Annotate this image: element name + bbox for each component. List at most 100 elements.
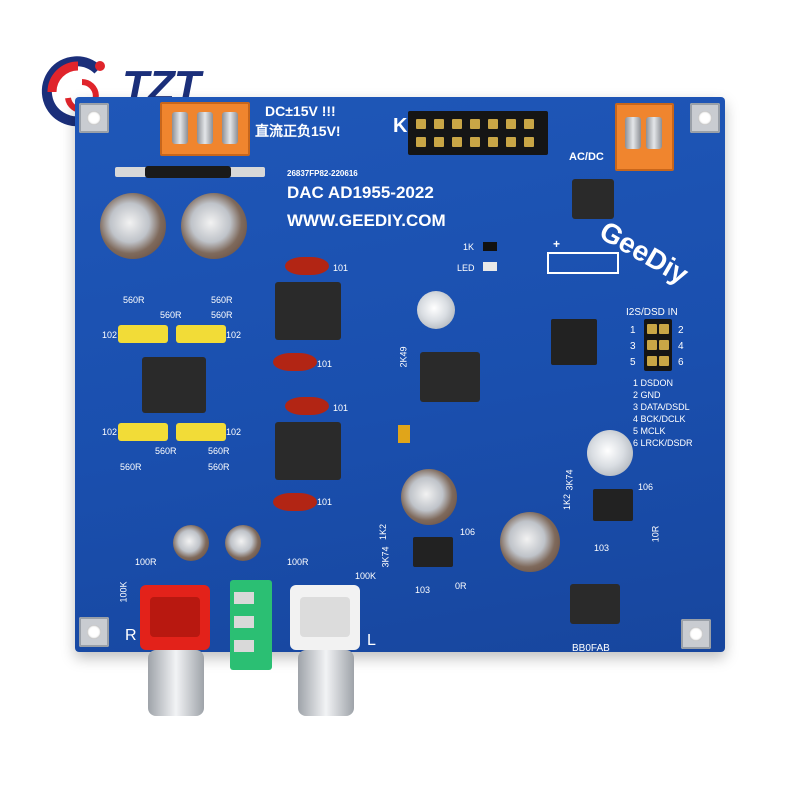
- gpio-header: [408, 111, 548, 155]
- input-pin-number-5: 5: [630, 357, 636, 368]
- electrolytic-capacitor-2: [181, 193, 247, 259]
- pinout-line-3: 3 DATA/DSDL: [633, 402, 690, 412]
- rca-jack-left-barrel: [298, 650, 354, 716]
- film-capacitor-2: [176, 325, 226, 343]
- pinout-line-2: 2 GND: [633, 390, 661, 400]
- power-warning-line1: DC±15V !!!: [265, 103, 336, 119]
- output-r-label: R: [125, 627, 137, 644]
- resistor-label-560r-1: 560R: [123, 295, 145, 305]
- bridge-rectifier: [570, 584, 620, 624]
- resistor-label-560r-3: 560R: [160, 310, 182, 320]
- ceramic-capacitor-3: [285, 397, 329, 415]
- dc-power-terminal: [160, 102, 250, 156]
- rca-jack-left-white[interactable]: [290, 585, 360, 650]
- ceramic-capacitor-2: [273, 353, 317, 371]
- cap-label-106-left: 106: [460, 527, 476, 537]
- electrolytic-capacitor-1: [100, 193, 166, 259]
- opamp-chip-left: [142, 357, 206, 413]
- cap-label-102-4: 102: [226, 427, 242, 437]
- resistor-1k-label: 1K: [463, 242, 475, 252]
- resistor-label-1k2-a: 1K2: [378, 523, 389, 541]
- pinout-line-5: 5 MCLK: [633, 426, 666, 436]
- board-title: DAC AD1955-2022: [287, 183, 434, 202]
- mount-hole-bottom-right: [681, 619, 711, 649]
- resistor-label-100r-right: 100R: [287, 557, 309, 567]
- resistor-1k: [483, 242, 497, 251]
- input-pin-number-4: 4: [678, 341, 684, 352]
- ceramic-capacitor-1: [285, 257, 329, 275]
- status-led: [483, 262, 497, 271]
- electrolytic-capacitor-3: [401, 469, 457, 525]
- opamp-chip-center-bottom: [275, 422, 341, 480]
- input-pin-number-3: 3: [630, 341, 636, 352]
- cap-label-101-1: 101: [333, 263, 349, 273]
- input-buffer-chip: [551, 319, 597, 365]
- cap-label-101-3: 101: [333, 403, 349, 413]
- output-l-label: L: [367, 632, 376, 649]
- cap-label-102-3: 102: [102, 427, 118, 437]
- film-capacitor-3: [118, 423, 168, 441]
- mount-hole-top-left: [79, 103, 109, 133]
- resistor-label-3k74-b: 3K74: [564, 469, 575, 491]
- rca-jack-right-barrel: [148, 650, 204, 716]
- resistor-label-2k49: 2K49: [398, 346, 409, 368]
- k-label: K: [393, 115, 408, 137]
- input-pin-number-6: 6: [678, 357, 684, 368]
- opamp-chip-center-top: [275, 282, 341, 340]
- cap-label-103-left: 103: [415, 585, 431, 595]
- acdc-label: AC/DC: [569, 151, 604, 163]
- cap-label-101-2: 101: [317, 359, 333, 369]
- pinout-line-4: 4 BCK/DCLK: [633, 414, 686, 424]
- resistor-label-100k-left: 100K: [118, 581, 129, 603]
- resistor-label-560r-6: 560R: [208, 446, 230, 456]
- i2s-dsd-input-header: [644, 319, 672, 371]
- dac-board: DC±15V !!! 直流正负15V! K AC/DC 26837FP82-22…: [75, 97, 725, 654]
- output-opamp-right: [593, 489, 633, 521]
- resistor-label-560r-8: 560R: [208, 462, 230, 472]
- input-pin-number-2: 2: [678, 325, 684, 336]
- rca-jack-right-red[interactable]: [140, 585, 210, 650]
- cap-label-102-2: 102: [226, 330, 242, 340]
- resistor-label-3k74-a: 3K74: [380, 546, 391, 568]
- resistor-label-560r-7: 560R: [120, 462, 142, 472]
- input-header-title: I2S/DSD IN: [626, 307, 678, 318]
- electrolytic-capacitor-4: [500, 512, 560, 572]
- resistor-label-100k-right: 100K: [355, 571, 377, 581]
- film-capacitor-1: [118, 325, 168, 343]
- regulator-chip: [572, 179, 614, 219]
- cap-label-106-right: 106: [638, 482, 654, 492]
- small-capacitor-right: [587, 430, 633, 476]
- pinout-line-6: 6 LRCK/DSDR: [633, 438, 693, 448]
- diode: [115, 166, 265, 178]
- output-capacitor-1: [173, 525, 209, 561]
- dac-chip-ad1955: [420, 352, 480, 402]
- power-warning-line2: 直流正负15V!: [255, 123, 341, 139]
- board-serial: 26837FP82-220616: [287, 169, 358, 178]
- pinout-legend: 1 DSDON 2 GND 3 DATA/DSDL 4 BCK/DCLK 5 M…: [633, 377, 723, 457]
- output-opamp-left: [413, 537, 453, 567]
- resistor-label-560r-4: 560R: [211, 310, 233, 320]
- plus-label: +: [553, 237, 561, 251]
- film-capacitor-4: [176, 423, 226, 441]
- resistor-label-560r-2: 560R: [211, 295, 233, 305]
- small-capacitor-top: [417, 291, 455, 329]
- input-pin-number-1: 1: [630, 325, 636, 336]
- mount-hole-bottom-left: [79, 617, 109, 647]
- resistor-label-0r: 0R: [455, 581, 467, 591]
- cap-label-101-4: 101: [317, 497, 333, 507]
- tantalum-capacitor: [398, 425, 410, 443]
- resistor-label-560r-5: 560R: [155, 446, 177, 456]
- bridge-label: BB0FAB: [572, 643, 610, 654]
- resistor-label-100r-left: 100R: [135, 557, 157, 567]
- led-label: LED: [457, 263, 475, 273]
- board-website: WWW.GEEDIY.COM: [287, 211, 446, 230]
- four-pin-pads: [547, 252, 619, 274]
- output-capacitor-2: [225, 525, 261, 561]
- acdc-power-terminal: [615, 103, 674, 171]
- cap-label-103-right: 103: [594, 543, 610, 553]
- ceramic-capacitor-4: [273, 493, 317, 511]
- headphone-jack[interactable]: [230, 580, 272, 670]
- mount-hole-top-right: [690, 103, 720, 133]
- resistor-label-10r: 10R: [650, 525, 661, 543]
- cap-label-102-1: 102: [102, 330, 118, 340]
